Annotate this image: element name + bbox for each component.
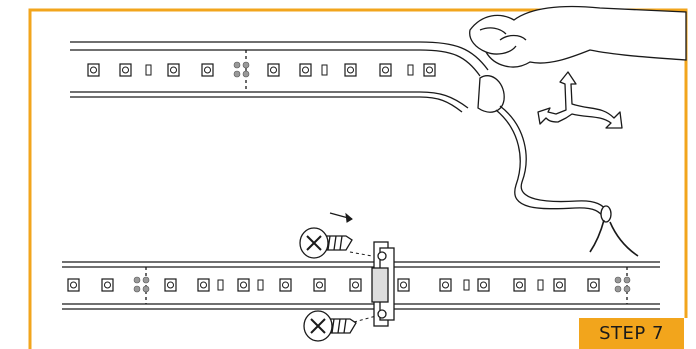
led-chip [120, 64, 131, 76]
solder-pad [243, 62, 249, 68]
upper-led-chips [88, 62, 435, 77]
solder-pad [134, 286, 140, 292]
solder-pad [615, 286, 621, 292]
bottom-screw [304, 311, 356, 341]
led-chip [345, 64, 356, 76]
led-chip [350, 279, 361, 291]
resistor [258, 280, 263, 290]
led-chip [478, 279, 489, 291]
resistor [464, 280, 469, 290]
solder-pad [143, 286, 149, 292]
led-chip [168, 64, 179, 76]
led-chip [88, 64, 99, 76]
led-chip [398, 279, 409, 291]
solder-pad [615, 277, 621, 283]
solder-pad [143, 277, 149, 283]
led-chip [424, 64, 435, 76]
led-chip [268, 64, 279, 76]
solder-pad [624, 286, 630, 292]
solder-pad [134, 277, 140, 283]
led-chip [202, 64, 213, 76]
led-chip [198, 279, 209, 291]
resistor [538, 280, 543, 290]
direction-arrows [538, 72, 622, 128]
mounting-clip [372, 242, 394, 326]
led-chip [554, 279, 565, 291]
led-chip [280, 279, 291, 291]
solder-pad [234, 71, 240, 77]
cable-wires [590, 220, 638, 256]
led-chip [102, 279, 113, 291]
step-badge: STEP 7 [579, 318, 684, 349]
led-chip [68, 279, 79, 291]
led-chip [514, 279, 525, 291]
led-chip [238, 279, 249, 291]
led-chip [300, 64, 311, 76]
hand-illustration [470, 7, 686, 67]
solder-pad [243, 71, 249, 77]
resistor [408, 65, 413, 75]
frame-border [30, 10, 686, 349]
top-screw [300, 228, 352, 258]
solder-pad [624, 277, 630, 283]
solder-pad [234, 62, 240, 68]
led-chip [440, 279, 451, 291]
led-chip [588, 279, 599, 291]
upper-led-strip [70, 42, 488, 112]
resistor [322, 65, 327, 75]
resistor [218, 280, 223, 290]
resistor [146, 65, 151, 75]
led-chip [314, 279, 325, 291]
cable-end [601, 206, 611, 222]
led-chip [165, 279, 176, 291]
lower-led-chips [68, 277, 630, 292]
led-chip [380, 64, 391, 76]
